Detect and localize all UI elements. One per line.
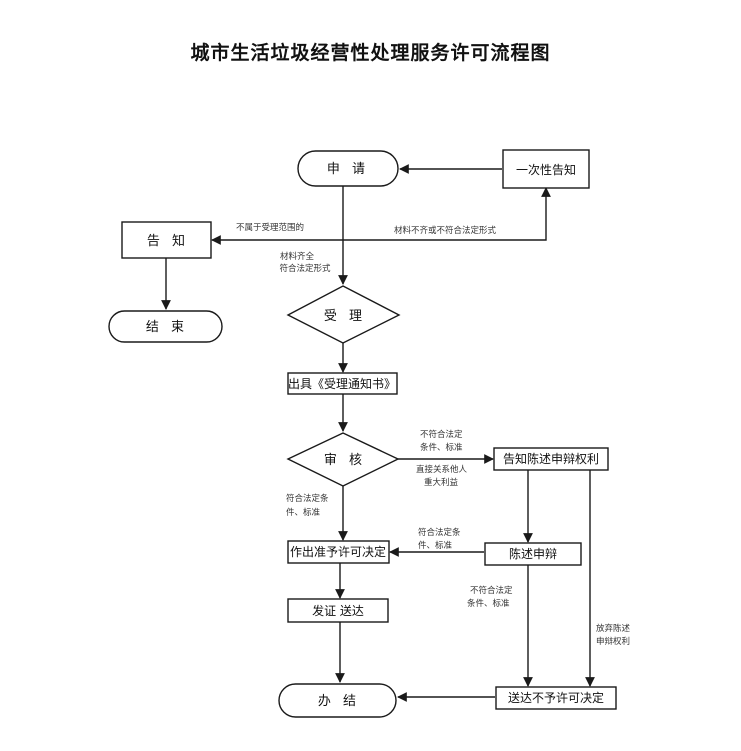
label-complete-1: 材料齐全 bbox=[280, 251, 315, 262]
svg-text:申 请: 申 请 bbox=[327, 162, 369, 177]
svg-text:办 结: 办 结 bbox=[318, 694, 360, 709]
node-issue-notice: 出具《受理通知书》 bbox=[287, 372, 398, 395]
label-fail-3: 直接关系他人 bbox=[416, 464, 468, 475]
label-waive-2: 申辩权利 bbox=[596, 636, 630, 647]
node-notify-defense: 告知陈述申辩权利 bbox=[493, 447, 609, 471]
node-review: 审 核 bbox=[286, 432, 400, 487]
svg-text:结 束: 结 束 bbox=[146, 320, 188, 335]
label-fail-1: 不符合法定 bbox=[420, 429, 463, 440]
node-approve-decision: 作出准予许可决定 bbox=[287, 540, 390, 564]
label-meet-1: 符合法定条 bbox=[286, 493, 329, 504]
svg-text:一次性告知: 一次性告知 bbox=[516, 163, 576, 177]
label-fail-after-defense-2: 条件、标准 bbox=[467, 598, 510, 609]
svg-text:送达不予许可决定: 送达不予许可决定 bbox=[508, 690, 604, 705]
svg-text:告 知: 告 知 bbox=[147, 233, 189, 249]
label-meet-after-defense-1: 符合法定条 bbox=[418, 527, 461, 538]
label-fail-2: 条件、标准 bbox=[420, 442, 463, 453]
svg-text:受 理: 受 理 bbox=[324, 309, 366, 324]
label-not-in-scope: 不属于受理范围的 bbox=[236, 222, 304, 233]
node-inform: 告 知 bbox=[121, 221, 212, 259]
node-deliver-deny: 送达不予许可决定 bbox=[495, 686, 617, 710]
node-apply: 申 请 bbox=[297, 150, 399, 187]
label-fail-after-defense-1: 不符合法定 bbox=[470, 585, 513, 596]
svg-text:作出准予许可决定: 作出准予许可决定 bbox=[290, 544, 386, 559]
label-meet-after-defense-2: 件、标准 bbox=[418, 540, 453, 551]
svg-text:陈述申辩: 陈述申辩 bbox=[509, 546, 557, 561]
node-issue-deliver: 发证 送达 bbox=[287, 598, 389, 623]
node-defense: 陈述申辩 bbox=[484, 542, 582, 566]
label-incomplete: 材料不齐或不符合法定形式 bbox=[394, 225, 497, 236]
svg-text:出具《受理通知书》: 出具《受理通知书》 bbox=[288, 377, 396, 391]
label-complete-2: 符合法定形式 bbox=[279, 263, 331, 274]
svg-text:发证 送达: 发证 送达 bbox=[312, 603, 364, 618]
edge-to-notice-once bbox=[343, 187, 551, 241]
page-title: 城市生活垃圾经营性处理服务许可流程图 bbox=[190, 42, 551, 64]
node-finish: 办 结 bbox=[278, 683, 397, 718]
node-end-left: 结 束 bbox=[108, 310, 223, 343]
label-waive-1: 放弃陈述 bbox=[596, 623, 631, 634]
node-accept: 受 理 bbox=[286, 285, 401, 344]
svg-text:审 核: 审 核 bbox=[324, 453, 366, 468]
label-meet-2: 件、标准 bbox=[286, 507, 321, 518]
label-fail-4: 重大利益 bbox=[424, 477, 459, 488]
svg-text:告知陈述申辩权利: 告知陈述申辩权利 bbox=[503, 451, 599, 466]
node-notice-once: 一次性告知 bbox=[502, 149, 590, 189]
